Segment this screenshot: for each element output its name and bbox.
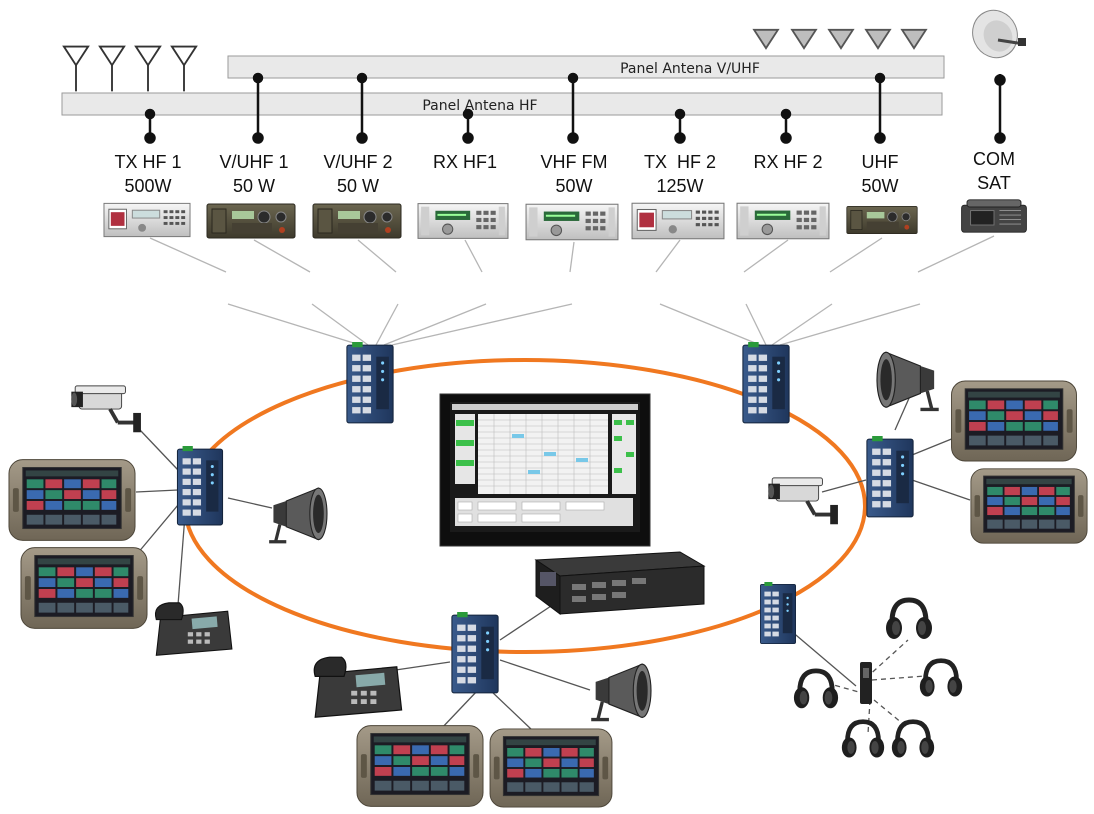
speaker-horn-icon <box>589 662 653 722</box>
ethernet-switch-icon <box>742 342 790 424</box>
radio-label-line1: RX HF 2 <box>753 152 822 172</box>
ethernet-switch-icon <box>451 612 499 694</box>
monitor-grid <box>455 414 636 526</box>
radio-label-line1: COM <box>973 149 1015 169</box>
radio-label-line1: UHF <box>862 152 899 172</box>
ethernet-switch-icon <box>866 436 914 518</box>
military-radio-icon <box>312 203 402 239</box>
radio-label-line2: 50W <box>555 176 592 196</box>
radio-devices <box>103 199 1027 241</box>
headset-hub-icon <box>860 662 872 704</box>
touch-panel-icon <box>20 547 148 629</box>
receiver-rack-icon <box>525 203 619 241</box>
antenna-icon <box>791 28 817 50</box>
control-monitor <box>439 393 651 547</box>
transmitter-rack-icon <box>631 202 725 240</box>
desk-phone-icon <box>313 656 403 718</box>
peripheral-links <box>131 395 971 731</box>
bus-taps <box>144 72 1006 144</box>
camera-icon <box>768 478 838 524</box>
antenna-icon <box>865 28 891 50</box>
receiver-rack-icon <box>417 202 509 240</box>
antenna-icon <box>753 28 779 50</box>
antenna-icon <box>62 45 90 92</box>
satellite-dish-icon <box>972 9 1026 59</box>
satcom-terminal-icon <box>961 199 1027 233</box>
touch-panel-icon <box>489 728 613 808</box>
ethernet-switch-icon <box>176 446 224 526</box>
touch-panel-icon <box>970 468 1088 544</box>
antenna-icon <box>134 45 162 92</box>
hf-antennas <box>62 45 198 92</box>
radio-label-line1: TX HF 2 <box>644 152 716 172</box>
gateway-switch-links <box>227 303 921 346</box>
ethernet-switch-icon <box>346 342 394 424</box>
radio-label-line2: SAT <box>977 173 1011 193</box>
antenna-icon <box>901 28 927 50</box>
desk-phone-icon <box>154 602 233 656</box>
radio-label-line2: 125W <box>656 176 703 196</box>
bus-vuhf-label: Panel Antena V/UHF <box>620 61 760 77</box>
radio-label-line2: 500W <box>124 176 171 196</box>
radio-label-line1: RX HF1 <box>433 152 497 172</box>
transmitter-rack-icon <box>103 202 191 238</box>
antenna-icon <box>170 45 198 92</box>
bus-hf-label: Panel Antena HF <box>422 98 537 114</box>
bus-vuhf: Panel Antena V/UHF <box>227 55 945 79</box>
receiver-rack-icon <box>736 202 830 240</box>
radio-label-line1: V/UHF 2 <box>323 152 392 172</box>
radio-label-line1: TX HF 1 <box>114 152 181 172</box>
antenna-icon <box>98 45 126 92</box>
radio-gateway-links <box>149 235 995 273</box>
military-radio-icon <box>206 203 296 239</box>
headset-icon <box>794 671 838 708</box>
antenna-icon <box>828 28 854 50</box>
ethernet-switch-icon <box>759 581 797 645</box>
radio-labels: TX HF 1 500W V/UHF 1 50 W V/UHF 2 50 W R… <box>114 149 1015 196</box>
radio-label-line1: VHF FM <box>541 152 608 172</box>
speaker-horn-icon <box>267 486 329 544</box>
vuhf-antennas <box>753 28 927 50</box>
headset-icon <box>920 661 962 697</box>
headset-icon <box>886 600 932 639</box>
touch-panel-icon <box>8 459 136 541</box>
bus-hf: Panel Antena HF <box>61 92 943 116</box>
radio-label-line2: 50 W <box>233 176 275 196</box>
radio-label-line1: V/UHF 1 <box>219 152 288 172</box>
server-unit-icon <box>534 551 706 615</box>
radio-label-line2: 50 W <box>337 176 379 196</box>
touch-panel-icon <box>951 380 1077 462</box>
radio-label-line2: 50W <box>861 176 898 196</box>
headset-icon <box>892 722 934 758</box>
touch-panel-icon <box>356 725 484 807</box>
headset-icon <box>842 722 884 758</box>
camera-icon <box>70 383 143 435</box>
military-radio-icon <box>846 205 918 235</box>
